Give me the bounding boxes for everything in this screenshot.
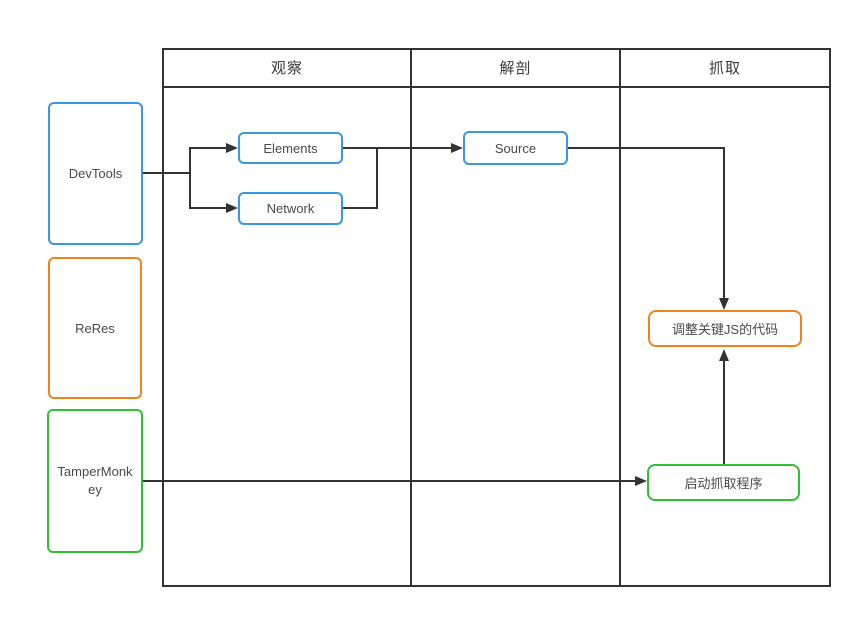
node-start-capture-program: 启动抓取程序 <box>647 464 800 501</box>
arrowhead-adjust-js-from-capture <box>719 349 729 361</box>
edge-devtools-branch <box>189 147 191 209</box>
node-reres: ReRes <box>48 257 142 399</box>
column-header-dissect: 解剖 <box>499 59 532 77</box>
swimlane-table <box>162 48 831 587</box>
header-divider <box>162 86 831 88</box>
column-divider-1 <box>410 48 412 587</box>
arrowhead-adjust-js <box>719 298 729 310</box>
node-tampermonkey: TamperMonkey <box>47 409 143 553</box>
edge-source-down <box>723 147 725 298</box>
edge-devtools-trunk <box>143 172 191 174</box>
arrowhead-network <box>226 203 238 213</box>
edge-devtools-to-elements <box>191 147 227 149</box>
edge-elements-out <box>343 147 378 149</box>
edge-merge-to-source <box>378 147 451 149</box>
edge-source-out <box>568 147 725 149</box>
edge-devtools-to-network <box>191 207 227 209</box>
node-elements: Elements <box>238 132 343 164</box>
node-devtools: DevTools <box>48 102 143 245</box>
edge-network-out <box>343 207 378 209</box>
arrowhead-start-capture <box>635 476 647 486</box>
node-adjust-js-code: 调整关键JS的代码 <box>648 310 802 347</box>
edge-tampermonkey-out <box>143 480 635 482</box>
column-header-observe: 观察 <box>270 59 303 77</box>
node-source: Source <box>463 131 568 165</box>
node-network: Network <box>238 192 343 225</box>
arrowhead-source <box>451 143 463 153</box>
edge-merge-branch <box>376 147 378 209</box>
column-divider-2 <box>619 48 621 587</box>
arrowhead-elements <box>226 143 238 153</box>
edge-start-capture-up <box>723 361 725 464</box>
column-header-capture: 抓取 <box>708 59 741 77</box>
